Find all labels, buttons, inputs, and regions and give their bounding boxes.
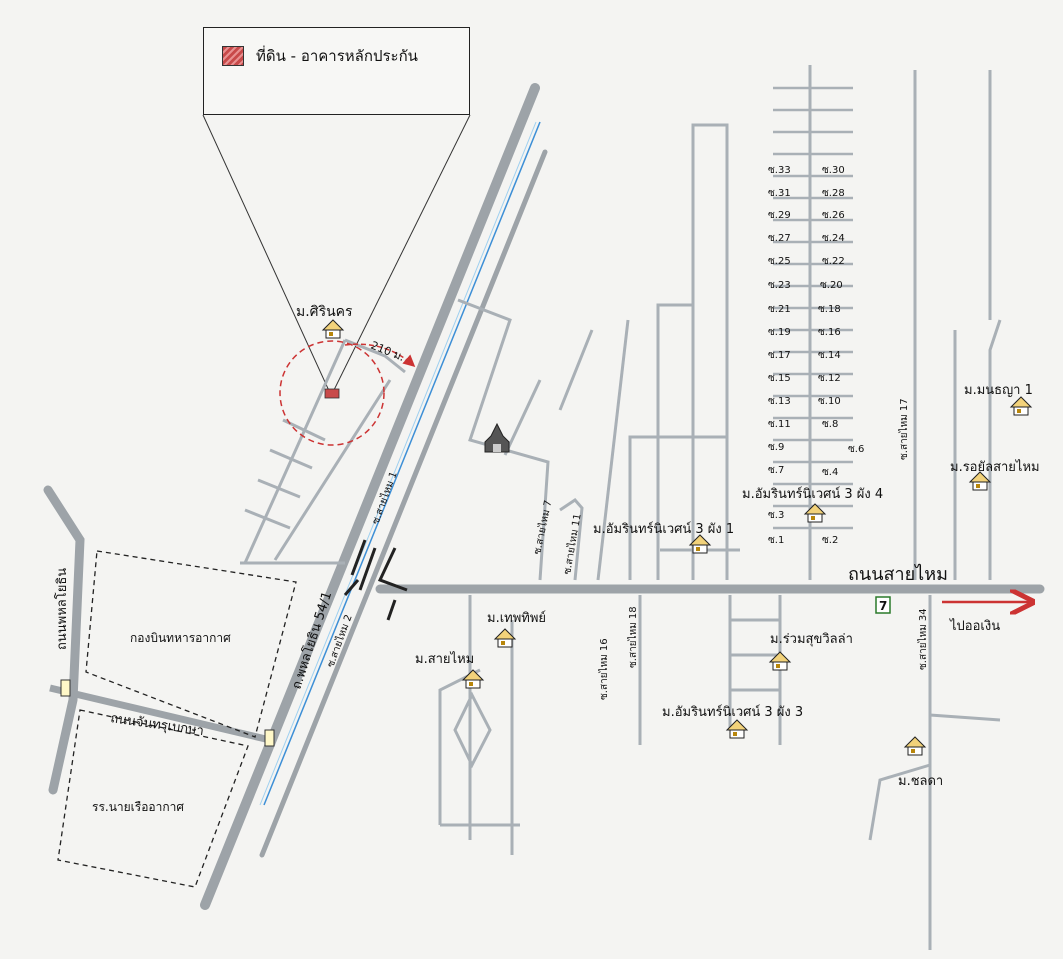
soi-label: ซ.7 xyxy=(768,465,784,476)
soi-label: ซ.19 xyxy=(768,327,791,338)
aminthorn-1-label: ม.อัมรินทร์นิเวศน์ 3 ผัง 1 xyxy=(593,521,734,537)
svg-text:7: 7 xyxy=(879,599,887,613)
monthaya-label: ม.มนธญา 1 xyxy=(964,383,1033,398)
soi-label: ซ.31 xyxy=(768,188,791,199)
thepthip-label: ม.เทพทิพย์ xyxy=(487,610,546,626)
to-ao-ngoen-label: ไปออเงิน xyxy=(949,618,1000,634)
soi-sai-mai-16-label: ซ.สายไหม 16 xyxy=(598,638,610,700)
soi-labels: ซ.33 ซ.31 ซ.29 ซ.27 ซ.25 ซ.23 ซ.21 ซ.19 ซ.17 ซ.15… xyxy=(768,165,864,546)
soi-label: ซ.2 xyxy=(822,535,838,546)
soi-label: ซ.1 xyxy=(768,535,784,546)
soi-label: ซ.15 xyxy=(768,373,791,384)
aminthorn-streets xyxy=(628,65,1002,580)
temple-icon xyxy=(484,422,510,453)
soi-sai-mai-7-label: ซ.สายไหม 7 xyxy=(531,499,554,556)
soi-label: ซ.17 xyxy=(768,350,791,361)
main-highway xyxy=(200,83,548,910)
soi-label: ซ.27 xyxy=(768,233,791,244)
seven-eleven-icon: 7 xyxy=(875,596,891,614)
aminthorn-3-label: ม.อัมรินทร์นิเวศน์ 3 ผัง 3 xyxy=(662,704,803,720)
saimai-village-label: ม.สายไหม xyxy=(415,651,474,667)
soi-label: ซ.22 xyxy=(822,256,845,267)
soi-label: ซ.10 xyxy=(818,396,841,407)
soi-label: ซ.14 xyxy=(818,350,841,361)
soi-label: ซ.21 xyxy=(768,304,791,315)
temple-area-streets xyxy=(457,298,630,581)
soi-label: ซ.9 xyxy=(768,442,784,453)
traffic-light-icon xyxy=(60,679,71,697)
soi-sai-mai-34-label: ซ.สายไหม 34 xyxy=(917,608,929,670)
soi-label: ซ.26 xyxy=(822,210,845,221)
soi-ladder xyxy=(773,86,853,530)
soi-sai-mai-17-label: ซ.สายไหม 17 xyxy=(898,398,910,460)
sirinakorn-label: ม.ศิรินคร xyxy=(296,304,353,320)
soi-label: ซ.24 xyxy=(822,233,845,244)
soi-label: ซ.28 xyxy=(822,188,845,199)
royal-saimai-label: ม.รอยัลสายไหม xyxy=(950,459,1040,475)
chonlada-label: ม.ชลดา xyxy=(898,774,943,789)
distance-arc xyxy=(344,343,416,367)
house-icon xyxy=(322,319,344,339)
soi-sai-mai-18-label: ซ.สายไหม 18 xyxy=(627,606,639,668)
ruamsuk-label: ม.ร่วมสุขวิลล่า xyxy=(770,632,853,647)
soi-label: ซ.12 xyxy=(818,373,841,384)
sirinakorn-streets xyxy=(240,338,406,565)
air-force-area xyxy=(85,550,297,738)
soi-label: ซ.33 xyxy=(768,165,791,176)
soi-label: ซ.4 xyxy=(822,467,838,478)
soi-label: ซ.25 xyxy=(768,256,791,267)
soi-label: ซ.13 xyxy=(768,396,791,407)
house-icon xyxy=(462,669,484,689)
house-icon xyxy=(1010,396,1032,416)
aminthorn-4-label: ม.อัมรินทร์นิเวศน์ 3 ผัง 4 xyxy=(742,486,883,502)
soi-label: ซ.30 xyxy=(822,165,845,176)
phahon-yothin-label: ถนนพหลโยธิน xyxy=(54,568,70,650)
property-swatch xyxy=(222,46,244,66)
radius-circle xyxy=(279,340,385,446)
interchange xyxy=(343,539,408,621)
soi-label: ซ.20 xyxy=(820,280,843,291)
house-icon xyxy=(904,736,926,756)
sai-mai-road-label: ถนนสายไหม xyxy=(848,563,948,585)
legend-label: ที่ดิน - อาคารหลักประกัน xyxy=(256,47,418,65)
air-force-label: กองบินทหารอากาศ xyxy=(130,631,231,645)
legend-leader-line xyxy=(202,114,331,394)
soi-label: ซ.8 xyxy=(822,419,838,430)
southern-streets xyxy=(438,595,1001,950)
traffic-light-icon xyxy=(264,729,275,747)
soi-label: ซ.16 xyxy=(818,327,841,338)
soi-label: ซ.29 xyxy=(768,210,791,221)
phahon-yothin-road xyxy=(43,485,85,795)
soi-sai-mai-11-label: ซ.สายไหม 11 xyxy=(561,513,584,576)
soi-label: ซ.18 xyxy=(818,304,841,315)
property-marker xyxy=(324,388,340,399)
legend: ที่ดิน - อาคารหลักประกัน xyxy=(203,27,470,115)
soi-label: ซ.6 xyxy=(848,444,864,455)
soi-label: ซ.23 xyxy=(768,280,791,291)
chanthrubeksa-road xyxy=(49,684,271,744)
distance-label: 210 ม. xyxy=(369,339,407,364)
navy-school-label: รร.นายเรืออากาศ xyxy=(92,800,184,814)
soi-label: ซ.3 xyxy=(768,510,784,521)
soi-label: ซ.11 xyxy=(768,419,791,430)
